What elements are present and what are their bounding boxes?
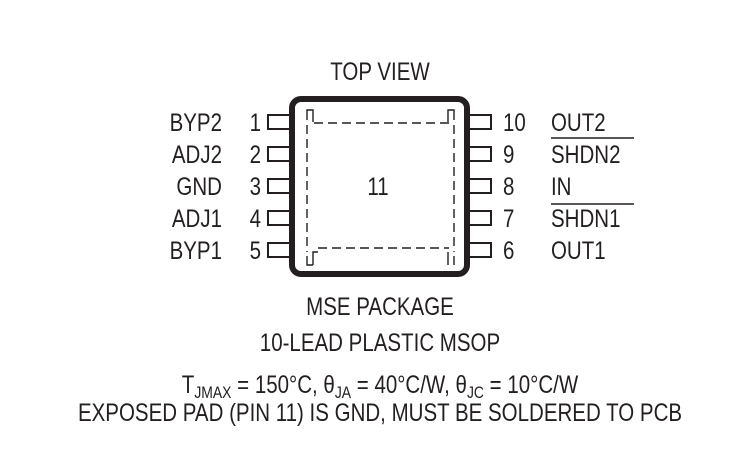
exposed-pad-note: EXPOSED PAD (PIN 11) IS GND, MUST BE SOL… <box>78 398 682 426</box>
pin-number-1: 1 <box>250 108 261 136</box>
package-name: MSE PACKAGE <box>306 292 454 320</box>
exposed-pad-number: 11 <box>367 172 388 200</box>
pin-name-adj1: ADJ1 <box>172 204 222 232</box>
pin-number-5: 5 <box>250 236 261 264</box>
tj-value: = 150°C, <box>231 370 323 398</box>
theta-jc-subscript: JC <box>467 384 484 403</box>
pin-number-2: 2 <box>250 140 261 168</box>
theta-ja-subscript: JA <box>335 384 352 403</box>
pin-name-byp1: BYP1 <box>170 236 222 264</box>
pin-stub-4 <box>267 210 291 226</box>
left-pin-stubs <box>267 114 291 258</box>
theta-ja-symbol: θ <box>323 370 334 398</box>
pin-stub-5 <box>267 242 291 258</box>
pin-stub-2 <box>267 146 291 162</box>
pin-name-in: IN <box>551 172 572 200</box>
pin-name-shdn1: SHDN1 <box>551 204 620 232</box>
right-pin-names: OUT2 SHDN2 IN SHDN1 OUT1 <box>551 108 620 264</box>
pin-number-9: 9 <box>503 140 514 168</box>
pin-name-out2: OUT2 <box>551 108 606 136</box>
pin-stub-7 <box>468 210 492 226</box>
pin-stub-6 <box>468 242 492 258</box>
pin-name-out1: OUT1 <box>551 236 606 264</box>
thermal-specs: TJMAX = 150°C, θJA = 40°C/W, θJC = 10°C/… <box>182 370 579 402</box>
pin-name-shdn2: SHDN2 <box>551 140 620 168</box>
pin-stub-3 <box>267 178 291 194</box>
package-body <box>289 96 470 277</box>
left-pin-numbers: 1 2 3 4 5 <box>250 108 262 264</box>
tj-symbol: T <box>182 370 195 398</box>
pin-number-8: 8 <box>503 172 514 200</box>
pin-stub-9 <box>468 146 492 162</box>
pin-name-gnd: GND <box>176 172 222 200</box>
pin-number-3: 3 <box>250 172 261 200</box>
theta-jc-value: = 10°C/W <box>484 370 579 398</box>
pin-name-adj2: ADJ2 <box>172 140 222 168</box>
pin-name-byp2: BYP2 <box>170 108 222 136</box>
tj-subscript: JMAX <box>194 384 232 403</box>
pin-number-10: 10 <box>503 108 526 136</box>
pin-stub-1 <box>267 114 291 130</box>
exposed-pad-outline <box>306 109 455 266</box>
left-pin-names: BYP2 ADJ2 GND ADJ1 BYP1 <box>170 108 222 264</box>
theta-ja-value: = 40°C/W, <box>351 370 455 398</box>
pin-stub-10 <box>468 114 492 130</box>
right-pin-stubs <box>468 114 492 258</box>
pin-number-4: 4 <box>250 204 262 232</box>
pin-number-6: 6 <box>503 236 514 264</box>
top-view-title: TOP VIEW <box>330 57 430 85</box>
pin-stub-8 <box>468 178 492 194</box>
package-description: 10-LEAD PLASTIC MSOP <box>260 328 500 356</box>
theta-jc-symbol: θ <box>456 370 467 398</box>
right-pin-numbers: 10 9 8 7 6 <box>503 108 526 264</box>
pin-number-7: 7 <box>503 204 514 232</box>
